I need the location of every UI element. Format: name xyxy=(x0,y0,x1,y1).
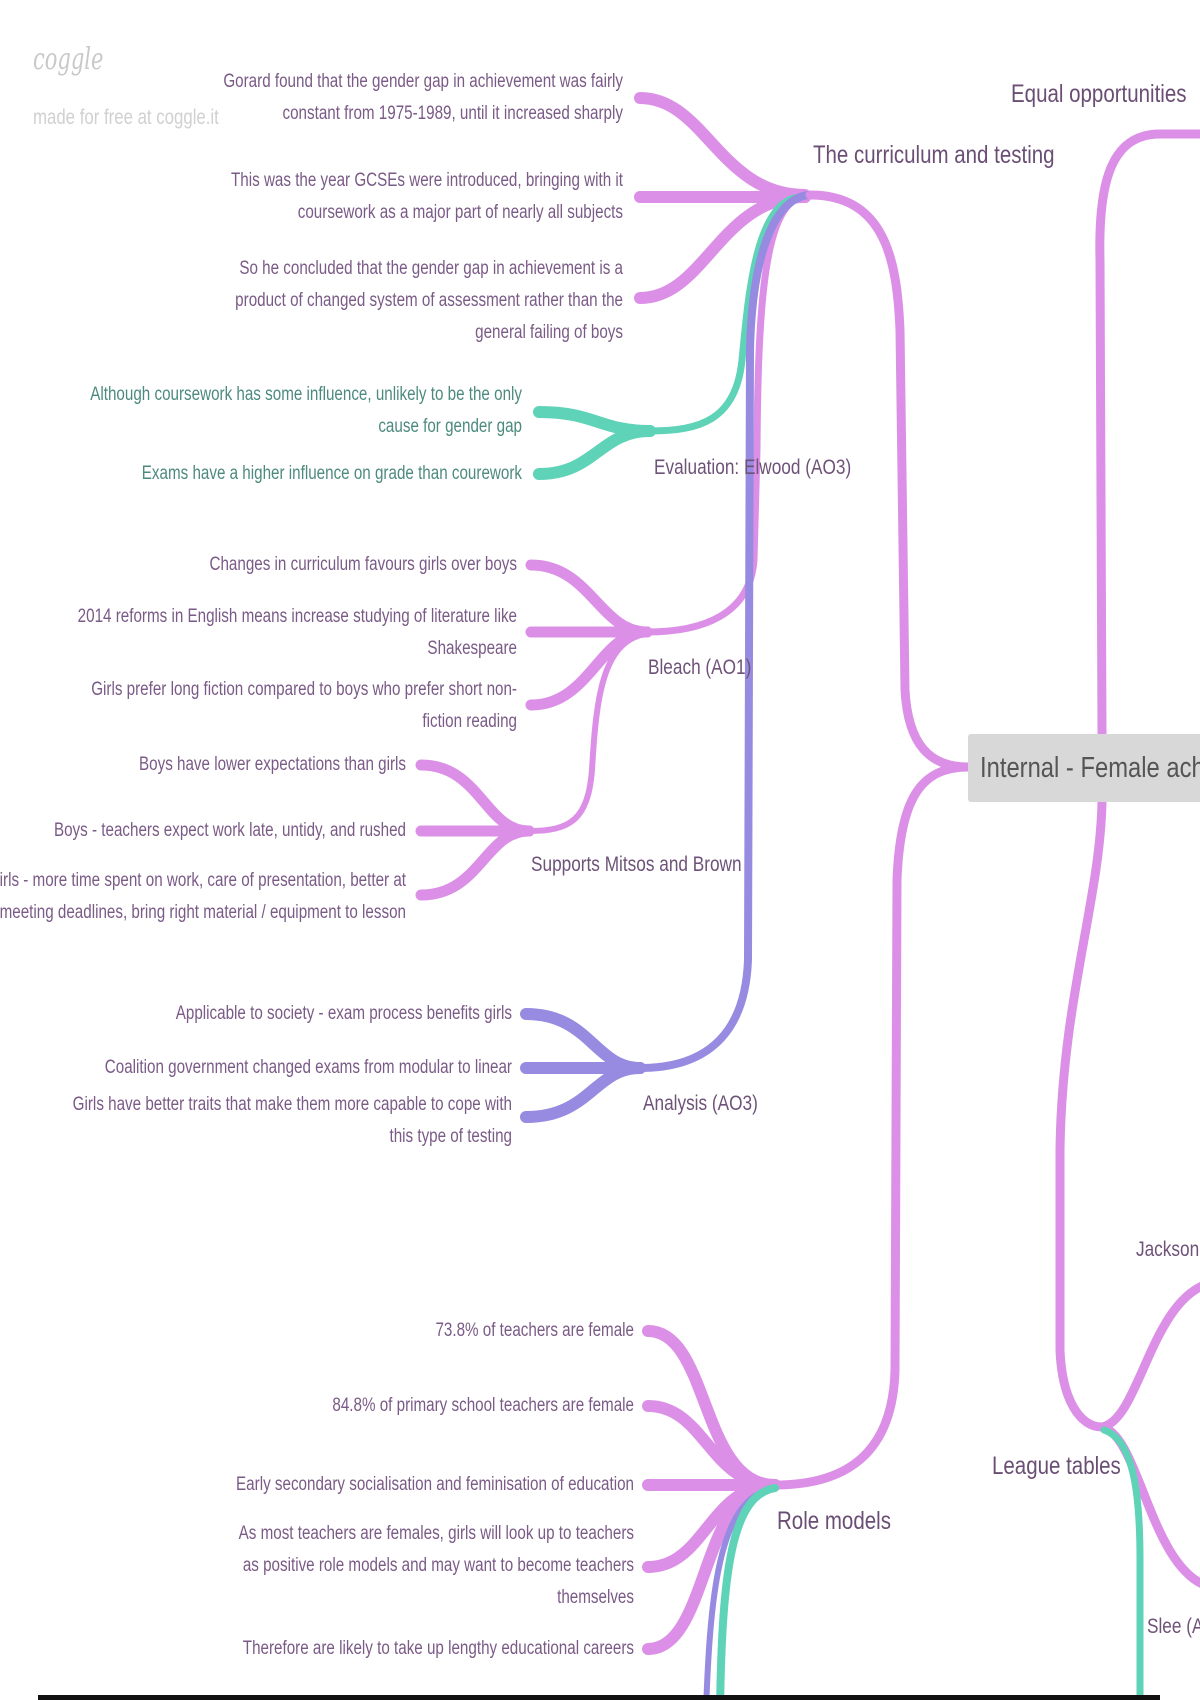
leaf-node[interactable]: 2014 reforms in English means increase s… xyxy=(77,606,517,659)
leaf-node[interactable]: Coalition government changed exams from … xyxy=(104,1057,512,1078)
branch-line xyxy=(636,191,812,1072)
node-league-tables[interactable]: League tables xyxy=(992,1452,1121,1480)
branch-line xyxy=(1095,129,1200,739)
bottom-divider xyxy=(38,1695,1160,1700)
branch-line xyxy=(415,759,535,837)
node-evaluation-elwood[interactable]: Evaluation: Elwood (AO3) xyxy=(654,456,852,479)
branch-line xyxy=(520,1008,646,1074)
node-analysis[interactable]: Analysis (AO3) xyxy=(643,1092,758,1115)
branch-line xyxy=(520,1062,646,1123)
leaf-node[interactable]: Gorard found that the gender gap in achi… xyxy=(223,71,623,124)
branch-line xyxy=(643,193,806,636)
branch-line xyxy=(415,825,535,901)
node-slee[interactable]: Slee (AO xyxy=(1147,1615,1200,1638)
branch-line xyxy=(1097,1282,1200,1432)
branch-line xyxy=(770,762,973,1490)
branch-line xyxy=(533,425,656,480)
node-mitsos-brown[interactable]: Supports Mitsos and Brown xyxy=(531,853,742,876)
leaf-node[interactable]: Applicable to society - exam process ben… xyxy=(175,1003,512,1024)
branch-line xyxy=(634,191,811,304)
leaf-node[interactable]: This was the year GCSEs were introduced,… xyxy=(231,170,623,223)
node-equal-opportunities[interactable]: Equal opportunities xyxy=(1011,80,1187,108)
leaf-node[interactable]: As most teachers are females, girls will… xyxy=(238,1523,634,1608)
leaf-node[interactable]: Changes in curriculum favours girls over… xyxy=(209,554,518,575)
central-node[interactable]: Internal - Female achievem xyxy=(968,734,1200,802)
made-with-coggle-link[interactable]: made for free at coggle.it xyxy=(33,106,219,129)
leaf-node[interactable]: 84.8% of primary school teachers are fem… xyxy=(332,1395,634,1416)
leaf-node[interactable]: Girls - more time spent on work, care of… xyxy=(0,870,406,923)
leaf-node[interactable]: Boys have lower expectations than girls xyxy=(139,754,406,775)
coggle-logo[interactable]: coggle xyxy=(33,42,104,77)
leaf-node[interactable]: Early secondary socialisation and femini… xyxy=(236,1474,634,1495)
branch-line xyxy=(1100,1426,1144,1700)
node-jackson[interactable]: Jackson (A xyxy=(1136,1238,1200,1261)
leaf-node[interactable]: Girls prefer long fiction compared to bo… xyxy=(91,679,517,732)
branch-line xyxy=(642,1479,781,1655)
branch-line xyxy=(525,559,653,638)
branch-line xyxy=(1055,797,1107,1432)
node-role-models[interactable]: Role models xyxy=(777,1507,891,1535)
leaf-node[interactable]: Therefore are likely to take up lengthy … xyxy=(242,1638,635,1659)
branch-line xyxy=(634,92,811,201)
branch-line xyxy=(716,1484,779,1700)
branch-line xyxy=(646,193,804,435)
branch-line xyxy=(525,626,653,711)
branch-line xyxy=(526,631,648,834)
node-curriculum[interactable]: The curriculum and testing xyxy=(813,141,1055,169)
leaf-node[interactable]: Boys - teachers expect work late, untidy… xyxy=(53,820,407,841)
leaf-node[interactable]: Girls have better traits that make them … xyxy=(72,1094,512,1147)
central-node-label: Internal - Female achievem xyxy=(980,752,1200,784)
leaf-node[interactable]: Exams have a higher influence on grade t… xyxy=(141,463,522,484)
branch-line xyxy=(805,190,973,772)
leaf-node[interactable]: Although coursework has some influence, … xyxy=(90,384,522,437)
branch-line xyxy=(1097,1422,1200,1588)
leaf-node[interactable]: 73.8% of teachers are female xyxy=(435,1320,634,1341)
leaf-node[interactable]: So he concluded that the gender gap in a… xyxy=(235,258,623,343)
node-bleach[interactable]: Bleach (AO1) xyxy=(648,656,752,679)
